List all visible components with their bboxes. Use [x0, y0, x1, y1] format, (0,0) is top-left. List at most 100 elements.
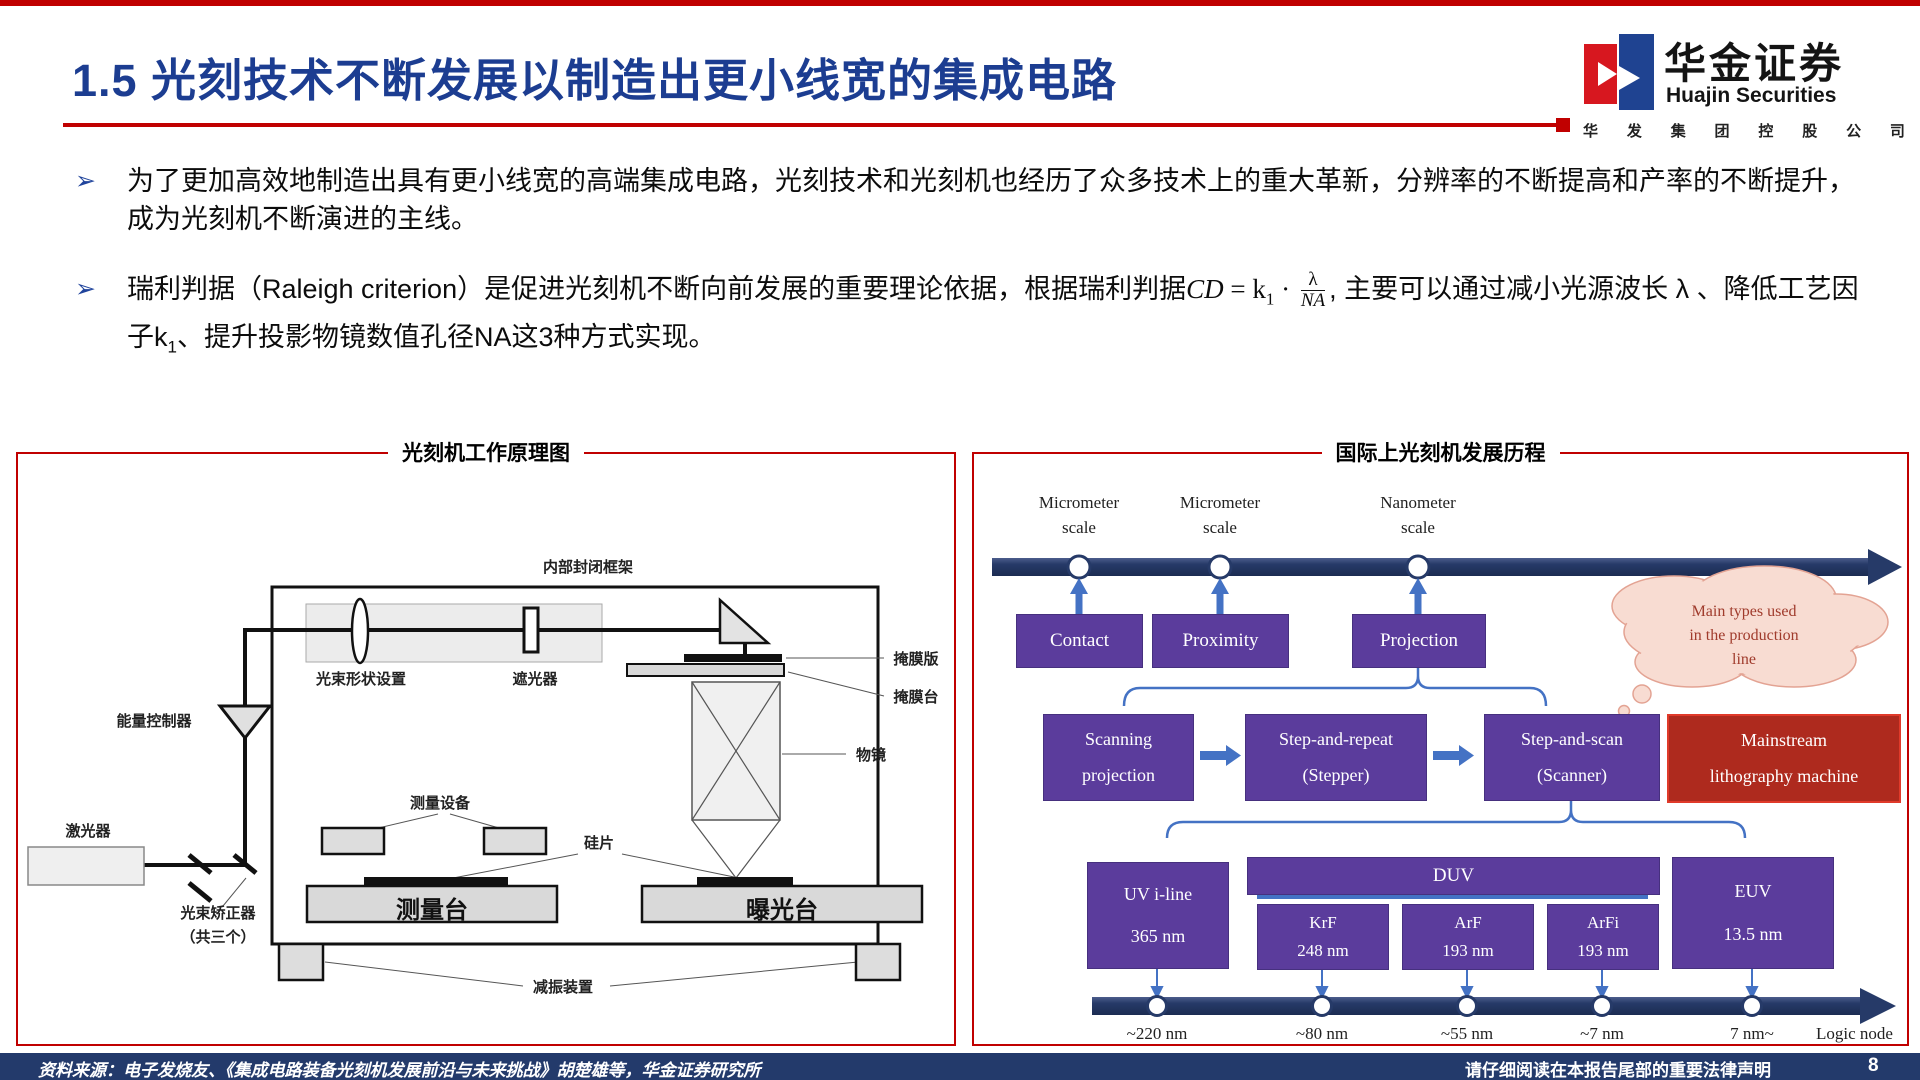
stepper-box: Step-and-repeat(Stepper) — [1245, 714, 1427, 801]
node-label: 7 nm~ — [1730, 1024, 1774, 1043]
top-red-strip — [0, 0, 1920, 6]
page-title: 1.5 光刻技术不断发展以制造出更小线宽的集成电路 — [72, 55, 1118, 106]
logo-group-char: 集 — [1670, 123, 1686, 140]
logo-name-en: Huajin Securities — [1666, 84, 1837, 107]
contact-box: Contact — [1016, 614, 1143, 668]
node-arrows — [1150, 969, 1759, 1000]
mirror-icons — [187, 853, 258, 903]
energy-controller-icon — [216, 704, 274, 741]
logo-group-char: 股 — [1802, 123, 1818, 140]
node-label: ~7 nm — [1580, 1024, 1624, 1043]
bullet-item: ➢ 为了更加高效地制造出具有更小线宽的高端集成电路，光刻技术和光刻机也经历了众多… — [75, 162, 1875, 238]
energy-controller-label: 能量控制器 — [116, 713, 192, 730]
measure-device-label: 测量设备 — [409, 795, 470, 812]
litho-principle-diagram — [27, 585, 924, 987]
beam-shaping-label: 光束形状设置 — [315, 671, 406, 688]
node-dot — [1591, 995, 1613, 1017]
formula-dot: · — [1274, 274, 1297, 304]
measure-stage-label: 测量台 — [396, 897, 468, 924]
damper-foot — [277, 942, 325, 982]
logo-name-cn: 华金证券 — [1664, 40, 1845, 87]
row2-arrows — [1200, 745, 1474, 766]
footer-bar — [0, 1053, 1920, 1080]
left-panel-title: 光刻机工作原理图 — [388, 437, 584, 467]
logo-group-char: 团 — [1714, 123, 1730, 140]
wafer-bar — [364, 877, 508, 886]
cloud-callout: Main types used in the production line — [1689, 603, 1799, 668]
beam-corrector-label: 光束矫正器 — [180, 905, 256, 922]
node-label: ~55 nm — [1440, 1024, 1494, 1043]
brace-scanner — [1165, 809, 1747, 839]
logo-group-char: 公 — [1846, 123, 1862, 140]
title-underline-cap — [1556, 118, 1570, 132]
damper-foot — [854, 942, 902, 982]
timeline-bottom-arrowhead — [1860, 988, 1896, 1024]
formula-lambda: λ — [1300, 270, 1326, 292]
logic-node-label: Logic node — [1816, 1024, 1893, 1043]
shutter-icon — [522, 606, 540, 654]
node-dot — [1456, 995, 1478, 1017]
bullet-arrow-icon: ➢ — [75, 275, 96, 303]
duv-header: DUV — [1247, 857, 1660, 895]
bullet-text: 为了更加高效地制造出具有更小线宽的高端集成电路，光刻技术和光刻机也经历了众多技术… — [127, 166, 1855, 234]
logo-group-char: 控 — [1758, 123, 1774, 140]
logo-group-char: 司 — [1889, 123, 1905, 140]
node-dot — [1311, 995, 1333, 1017]
page-number: 8 — [1868, 1055, 1879, 1076]
mask-label: 掩膜版 — [893, 651, 939, 668]
laser-label: 激光器 — [65, 823, 111, 840]
shutter-label: 遮光器 — [512, 671, 558, 688]
node-dot — [1741, 995, 1763, 1017]
logo-group-char: 华 — [1583, 123, 1599, 140]
inner-frame-label: 内部封闭框架 — [542, 559, 633, 576]
measure-stage-box — [305, 884, 559, 924]
footer-source: 资料来源：电子发烧友、《集成电路装备光刻机发展前沿与未来挑战》胡楚雄等，华金证券… — [38, 1061, 761, 1080]
inner-frame — [270, 585, 880, 946]
formula-sub2: 1 — [167, 337, 177, 357]
measure-device-box — [320, 826, 386, 856]
formula-eq: = k — [1223, 274, 1266, 304]
objective-label: 物镜 — [855, 747, 886, 764]
logo-group-char: 发 — [1626, 123, 1642, 140]
exposure-stage-label: 曝光台 — [746, 897, 818, 924]
beam-shaping-box — [305, 603, 603, 663]
prism-icon — [718, 597, 772, 645]
right-panel-title: 国际上光刻机发展历程 — [1321, 437, 1560, 467]
node-label: ~80 nm — [1295, 1024, 1349, 1043]
timeline-node-dot — [1207, 554, 1233, 580]
up-arrows — [1070, 578, 1427, 614]
title-underline — [63, 123, 1556, 127]
beam-corrector-label2: （共三个） — [180, 929, 256, 946]
bullet2-text-pre: 瑞利判据（Raleigh criterion）是促进光刻机不断向前发展的重要理论… — [127, 274, 1187, 304]
formula-cd: CD — [1186, 274, 1224, 304]
lens-icon — [350, 597, 370, 665]
measure-device-box — [482, 826, 548, 856]
exposure-stage-box — [640, 884, 924, 924]
mask-bar — [684, 654, 782, 662]
mask-stage-label: 掩膜台 — [893, 689, 939, 706]
scanner-box: Step-and-scan(Scanner) — [1484, 714, 1660, 801]
footer-disclaimer: 请仔细阅读在本报告尾部的重要法律声明 — [1465, 1061, 1771, 1080]
timeline-node-dot — [1066, 554, 1092, 580]
node-dot — [1146, 995, 1168, 1017]
timeline-node-dot — [1405, 554, 1431, 580]
duv-strip — [1257, 895, 1648, 899]
mask-stage-bar — [626, 663, 785, 677]
bullet2-text-post: 、提升投影物镜数值孔径NA这3种方式实现。 — [176, 322, 716, 353]
bullet2-text-mid: , 主要可以通过减小光源波长 λ 、降低工艺因子k — [127, 274, 1859, 353]
wafer-bar — [697, 877, 793, 886]
litho-principle-panel: 光刻机工作原理图 — [16, 437, 956, 1046]
formula-sub1: 1 — [1265, 289, 1275, 309]
bullet-text: 瑞利判据（Raleigh criterion）是促进光刻机不断向前发展的重要理论… — [127, 270, 1875, 367]
beam-path — [144, 628, 745, 867]
node-label: ~220 nm — [1126, 1024, 1188, 1043]
litho-history-panel: 国际上光刻机发展历程 — [972, 437, 1909, 1046]
formula-na: NA — [1300, 290, 1326, 312]
